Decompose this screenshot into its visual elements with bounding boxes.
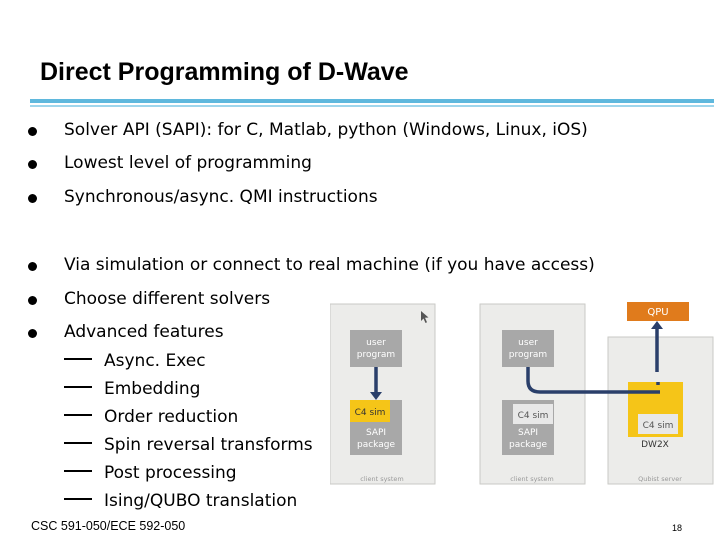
- bullet-text: Lowest level of programming: [64, 153, 312, 173]
- qpu-box: [627, 302, 689, 321]
- user-program-label-line2: program: [509, 350, 547, 360]
- slide-title: Direct Programming of D-Wave: [40, 58, 409, 86]
- sub-bullet-item: Embedding: [64, 379, 200, 399]
- sapi-package-label-line1: SAPI: [366, 428, 386, 438]
- dash-icon: [64, 414, 92, 416]
- arrow-head: [651, 321, 663, 329]
- c4-sim-box: [350, 400, 390, 422]
- panel-caption: client system: [360, 475, 403, 483]
- bullet-dot-icon: [28, 194, 37, 203]
- c4-sim-label: C4 sim: [643, 421, 674, 431]
- footer-course: CSC 591-050/ECE 592-050: [31, 519, 186, 533]
- panel-caption: Qubist server: [638, 475, 682, 483]
- sub-bullet-item: Post processing: [64, 463, 237, 483]
- dash-icon: [64, 386, 92, 388]
- sub-bullet-text: Order reduction: [104, 407, 239, 427]
- page-number: 18: [672, 523, 683, 533]
- sub-bullet-item: Async. Exec: [64, 351, 206, 371]
- sub-bullet-item: Ising/QUBO translation: [64, 491, 297, 511]
- c4-sim-box-disabled: [638, 414, 678, 434]
- user-program-label-line2: program: [357, 350, 395, 360]
- user-program-label-line1: user: [518, 338, 538, 348]
- qpu-label: QPU: [647, 307, 668, 318]
- sapi-package-label-line2: package: [509, 440, 547, 450]
- dw2x-label: DW2X: [641, 440, 669, 450]
- c4-sim-label: C4 sim: [355, 408, 386, 418]
- cursor-icon: [421, 311, 429, 323]
- bullet-text: Synchronous/async. QMI instructions: [64, 187, 378, 207]
- bullet-dot-icon: [28, 296, 37, 305]
- bullet-dot-icon: [28, 262, 37, 271]
- bullet-dot-icon: [28, 127, 37, 136]
- dash-icon: [64, 442, 92, 444]
- arrow-program-to-server: [526, 367, 660, 394]
- bullet-dot-icon: [28, 329, 37, 338]
- panel-caption: client system: [510, 475, 553, 483]
- sub-bullet-text: Async. Exec: [104, 351, 206, 371]
- title-rule-secondary: [30, 105, 714, 107]
- sub-bullet-text: Spin reversal transforms: [104, 435, 313, 455]
- bullet-text: Advanced features: [64, 322, 224, 342]
- title-rule: [30, 99, 714, 103]
- bullet-dot-icon: [28, 160, 37, 169]
- sub-bullet-text: Ising/QUBO translation: [104, 491, 298, 511]
- sub-bullet-text: Embedding: [104, 379, 201, 399]
- sub-bullet-item: Spin reversal transforms: [64, 435, 313, 455]
- sapi-architecture-diagram: QPU user program C4 sim SAPI package cli…: [330, 302, 714, 485]
- c4-sim-label: C4 sim: [518, 411, 549, 421]
- bullet-text: Via simulation or connect to real machin…: [64, 255, 595, 275]
- sub-bullet-text: Post processing: [104, 463, 237, 483]
- bullet-text: Choose different solvers: [64, 289, 271, 309]
- c4-sim-box-disabled: [513, 404, 553, 424]
- user-program-box: [502, 330, 554, 367]
- sapi-package-label-line1: SAPI: [518, 428, 538, 438]
- arrow-head: [370, 392, 382, 400]
- dash-icon: [64, 498, 92, 500]
- sapi-package-label-line2: package: [357, 440, 395, 450]
- bullet-text: Solver API (SAPI): for C, Matlab, python…: [64, 120, 588, 140]
- dash-icon: [64, 470, 92, 472]
- user-program-label-line1: user: [366, 338, 386, 348]
- sub-bullet-item: Order reduction: [64, 407, 238, 427]
- dash-icon: [64, 358, 92, 360]
- user-program-box: [350, 330, 402, 367]
